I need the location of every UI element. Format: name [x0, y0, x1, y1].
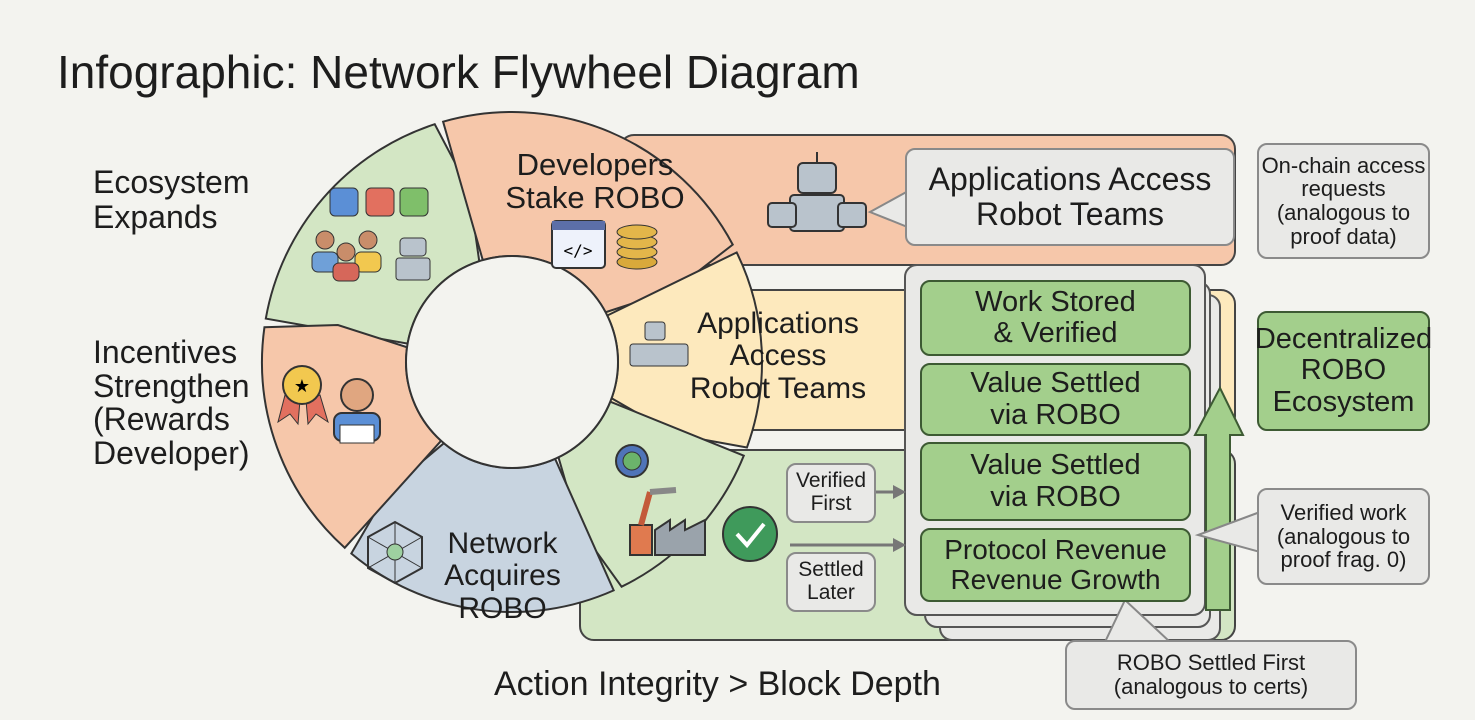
- stack-item-value-settled-2: Value Settled via ROBO: [920, 442, 1191, 521]
- arrow-verified: [876, 485, 906, 499]
- stack-item-protocol-revenue: Protocol Revenue Revenue Growth: [920, 528, 1191, 602]
- developer-icon: [333, 378, 381, 444]
- page-title: Infographic: Network Flywheel Diagram: [57, 46, 860, 98]
- stack-item-work-stored: Work Stored & Verified: [920, 280, 1191, 356]
- robot-arm-icon: [629, 487, 677, 556]
- label-incentives-strengthen: Incentives Strengthen (Rewards Developer…: [93, 334, 250, 471]
- segment-developers-stake: Developers Stake ROBO: [505, 147, 685, 216]
- factory-icon: [654, 518, 706, 556]
- stack-item-value-settled-1: Value Settled via ROBO: [920, 363, 1191, 436]
- segment-network-acquires: Network Acquires ROBO: [444, 527, 561, 625]
- note-onchain-access: On-chain access requests (analogous to p…: [1257, 143, 1430, 259]
- svg-text:★: ★: [294, 376, 310, 396]
- segment-applications-access: Applications Access Robot Teams: [689, 307, 867, 405]
- check-badge-icon: [722, 506, 778, 562]
- app-icons: [329, 187, 429, 217]
- code-window-icon: </>: [551, 220, 606, 269]
- network-icon: [367, 520, 423, 585]
- settled-later-tag: Settled Later: [786, 552, 876, 612]
- note-robo-settled-first: ROBO Settled First (analogous to certs): [1065, 640, 1357, 710]
- robot-team-icon-small: [629, 321, 689, 367]
- people-icon: [311, 230, 382, 282]
- callout-applications-access: Applications Access Robot Teams: [905, 148, 1235, 246]
- robot-team-icon: [767, 152, 867, 232]
- note-decentralized-ecosystem: Decentralized ROBO Ecosystem: [1255, 311, 1432, 431]
- robot-icon: [395, 237, 431, 281]
- arrow-settled: [790, 538, 906, 552]
- note-verified-work: Verified work (analogous to proof frag. …: [1257, 488, 1430, 585]
- gear-check-icon: [615, 444, 649, 478]
- up-arrow: [1193, 385, 1245, 611]
- label-ecosystem-expands: Ecosystem Expands: [93, 164, 250, 235]
- footer-caption: Action Integrity > Block Depth: [494, 665, 941, 703]
- coin-stack-icon: [616, 224, 658, 270]
- wheel-hole: [405, 255, 619, 469]
- award-badge-icon: ★: [277, 365, 329, 426]
- verified-first-tag: Verified First: [786, 463, 876, 523]
- svg-text:</>: </>: [564, 241, 593, 260]
